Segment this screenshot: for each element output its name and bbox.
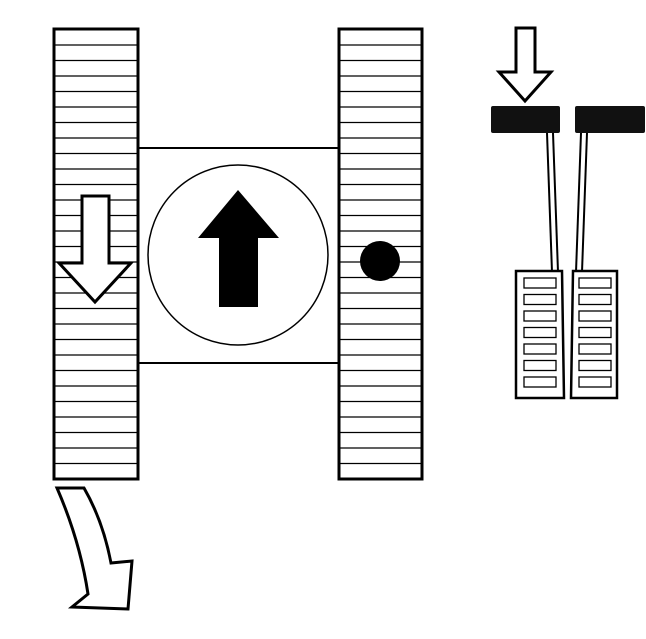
right-lever-handle xyxy=(575,106,645,133)
pedal-slot xyxy=(523,277,557,289)
pedal-slot xyxy=(578,277,612,289)
pedal-slot xyxy=(523,376,557,388)
press-arrow-icon xyxy=(495,26,555,104)
pedal-slot xyxy=(578,376,612,388)
pedal-slot xyxy=(523,343,557,355)
pedal-slot xyxy=(523,326,557,339)
left-track xyxy=(52,27,140,481)
right-track xyxy=(337,27,424,481)
left-track-treads xyxy=(54,44,138,465)
control-levers xyxy=(491,26,645,400)
dot-icon xyxy=(360,241,400,281)
right-track-treads xyxy=(339,44,422,465)
pedal-slot xyxy=(578,310,612,322)
pedal-slot xyxy=(578,343,612,355)
pedal-slot xyxy=(578,293,612,306)
right-pedal-slots xyxy=(578,277,612,388)
right-lever xyxy=(569,106,645,400)
left-lever-handle xyxy=(491,106,560,133)
pedal-slot xyxy=(578,359,612,372)
arrow-down-outline-icon xyxy=(55,194,135,305)
left-lever xyxy=(491,106,566,400)
pedal-slot xyxy=(523,293,557,306)
pedal-slot xyxy=(578,326,612,339)
pedal-slot xyxy=(523,359,557,372)
pedal-slot xyxy=(523,310,557,322)
arrow-up-filled-icon xyxy=(198,190,279,307)
curved-arrow-outline-icon xyxy=(54,486,134,611)
left-pedal-slots xyxy=(523,277,557,388)
